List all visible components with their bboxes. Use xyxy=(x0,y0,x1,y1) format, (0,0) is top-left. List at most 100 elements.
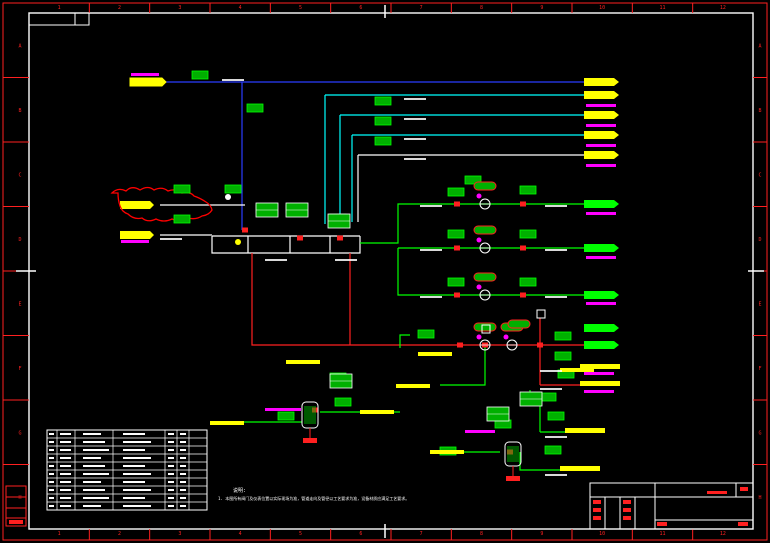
instrument-tag xyxy=(224,184,242,194)
pipe-spec-text xyxy=(265,259,287,261)
col-marker: 4 xyxy=(239,5,242,11)
valve xyxy=(242,227,248,233)
col-marker: 8 xyxy=(480,531,483,537)
instrument-tag xyxy=(519,277,537,287)
table-cell xyxy=(49,449,54,451)
filter-housing xyxy=(519,391,543,407)
valve xyxy=(457,342,463,348)
col-marker: 12 xyxy=(720,531,726,537)
valve xyxy=(297,235,303,241)
valve xyxy=(454,245,460,251)
col-marker: 7 xyxy=(420,531,423,537)
magenta-tag xyxy=(465,430,495,433)
instrument-tag xyxy=(464,175,482,185)
col-marker: 6 xyxy=(359,5,362,11)
filter-housing xyxy=(486,406,510,422)
filter-housing xyxy=(255,202,279,218)
control-valve xyxy=(481,324,491,334)
process-vessel xyxy=(504,441,522,481)
valve xyxy=(520,201,526,207)
instrument-tag xyxy=(519,185,537,195)
row-marker: F xyxy=(18,366,21,372)
corner-block xyxy=(28,12,90,26)
valve xyxy=(537,342,543,348)
line-number-label xyxy=(430,450,464,454)
table-cell xyxy=(49,497,54,499)
valve xyxy=(337,235,343,241)
instrument-tag xyxy=(173,214,191,224)
filter-housing xyxy=(329,373,353,389)
pipe-spec-text xyxy=(404,98,426,100)
line-number-label xyxy=(286,360,320,364)
instrument-tags xyxy=(160,70,594,476)
tank-symbol xyxy=(507,319,531,329)
line-number-label xyxy=(210,421,244,425)
table-cell xyxy=(49,473,54,475)
col-marker: 5 xyxy=(299,531,302,537)
line-number-label xyxy=(360,410,394,414)
col-marker: 4 xyxy=(239,531,242,537)
row-marker: D xyxy=(758,237,761,243)
col-marker: 1 xyxy=(58,531,61,537)
row-marker: A xyxy=(758,43,761,49)
table-cell xyxy=(49,489,54,491)
instrument-tag xyxy=(191,70,209,80)
equipment-list-table xyxy=(46,429,208,511)
pipe-spec-text xyxy=(420,205,442,207)
col-marker: 3 xyxy=(178,531,181,537)
table-cell xyxy=(49,441,54,443)
pipe-spec-text xyxy=(420,249,442,251)
pipe-spec-text xyxy=(545,436,567,438)
col-marker: 8 xyxy=(480,5,483,11)
col-marker: 11 xyxy=(659,5,665,11)
pipe-spec-text xyxy=(545,296,567,298)
drawing-border xyxy=(28,12,754,530)
inline-valve xyxy=(235,239,241,245)
row-marker: G xyxy=(18,430,21,436)
instrument-tag xyxy=(447,187,465,197)
instrument-tag xyxy=(334,397,352,407)
instrument-tag xyxy=(544,445,562,455)
pipe-spec-text xyxy=(404,158,426,160)
pipe-spec-text xyxy=(404,138,426,140)
title-block-marks xyxy=(593,487,748,526)
notes-title: 说明: xyxy=(233,487,246,494)
table-cell xyxy=(49,505,54,507)
row-marker: D xyxy=(18,237,21,243)
instrument-tag xyxy=(277,411,295,421)
col-marker: 3 xyxy=(178,5,181,11)
pipe-spec-text xyxy=(540,370,562,372)
row-marker: E xyxy=(758,301,761,307)
row-marker: C xyxy=(758,172,761,178)
instrument-tag xyxy=(447,229,465,239)
row-marker: G xyxy=(758,430,761,436)
line-number-label xyxy=(418,352,452,356)
col-marker: 9 xyxy=(540,531,543,537)
pipe-spec-text xyxy=(420,296,442,298)
pipe-spec-text xyxy=(335,259,357,261)
pipe-spec-text xyxy=(222,79,244,81)
instrument-tag xyxy=(374,116,392,126)
table-cell xyxy=(49,433,54,435)
revision-cloud xyxy=(110,186,213,222)
pipe-spec-text xyxy=(160,238,182,240)
revision-block xyxy=(5,485,27,527)
col-marker: 7 xyxy=(420,5,423,11)
table-cell xyxy=(49,481,54,483)
centrifugal-pump xyxy=(473,181,497,210)
instrument-tag xyxy=(417,329,435,339)
col-marker: 10 xyxy=(599,5,605,11)
valve xyxy=(454,201,460,207)
row-marker: A xyxy=(18,43,21,49)
valve xyxy=(520,292,526,298)
row-marker: E xyxy=(18,301,21,307)
col-marker: 11 xyxy=(659,531,665,537)
instrument-tag xyxy=(374,136,392,146)
magenta-tag xyxy=(265,408,301,411)
process-vessel xyxy=(301,401,319,443)
instrument-tag xyxy=(547,411,565,421)
pipe-spec-text xyxy=(545,205,567,207)
